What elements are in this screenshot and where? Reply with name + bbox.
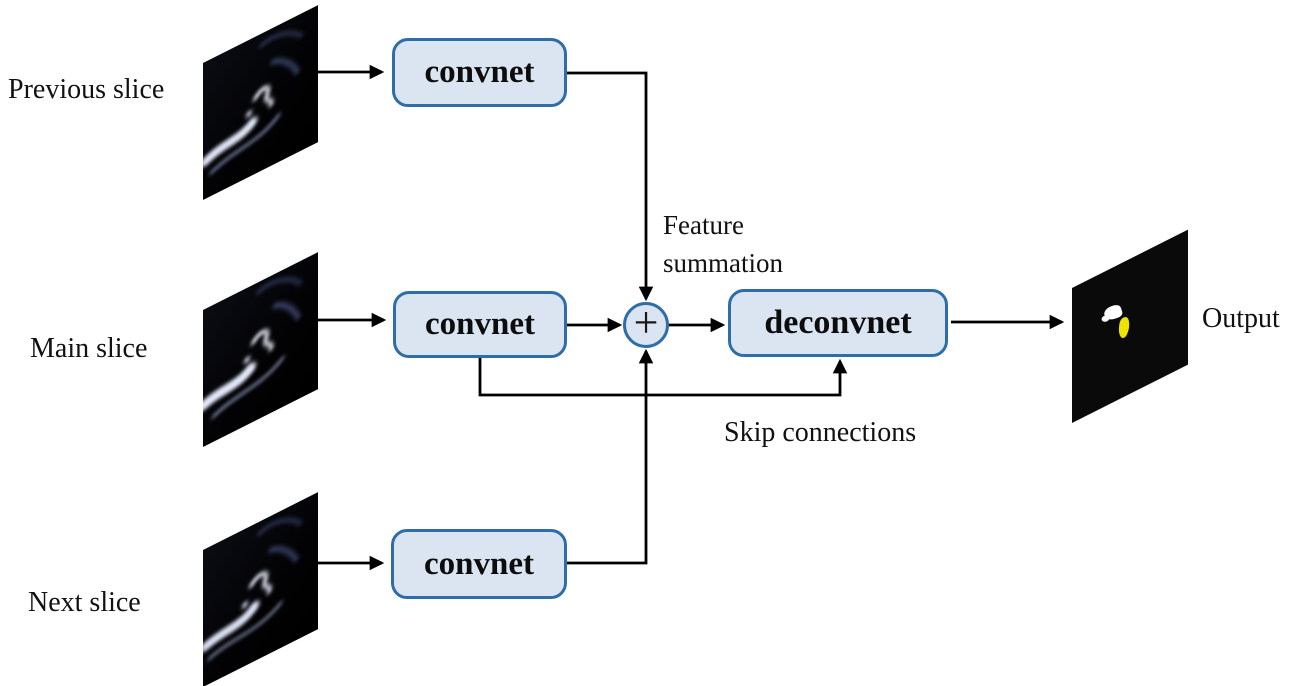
main-slice-label: Main slice xyxy=(30,333,148,364)
main-slice-image xyxy=(203,252,318,447)
convnet-box-previous: convnet xyxy=(392,38,567,107)
convnet-box-main: convnet xyxy=(393,291,567,358)
convnet-box-next-label: convnet xyxy=(424,545,534,582)
deconvnet-box: deconvnet xyxy=(728,289,948,357)
arrow-convnet-bottom-to-sum xyxy=(567,348,654,565)
convnet-box-main-label: convnet xyxy=(425,306,535,342)
output-label: Output xyxy=(1202,303,1280,334)
arrow-convnet-top-to-sum xyxy=(567,71,654,302)
convnet-box-previous-label: convnet xyxy=(424,54,535,90)
convnet-box-next: convnet xyxy=(391,529,567,599)
arrow-skip-connection xyxy=(478,358,848,397)
feature-summation-node: + xyxy=(623,297,669,348)
previous-slice-label: Previous slice xyxy=(8,74,165,105)
deconvnet-box-label: deconvnet xyxy=(764,304,912,341)
skip-connections-annotation: Skip connections xyxy=(724,417,917,448)
feature-summation-annotation: Feature summation xyxy=(663,210,783,279)
plus-icon: + xyxy=(633,297,659,347)
previous-slice-image xyxy=(203,5,318,200)
next-slice-label: Next slice xyxy=(28,587,141,618)
next-slice-image xyxy=(203,492,318,686)
